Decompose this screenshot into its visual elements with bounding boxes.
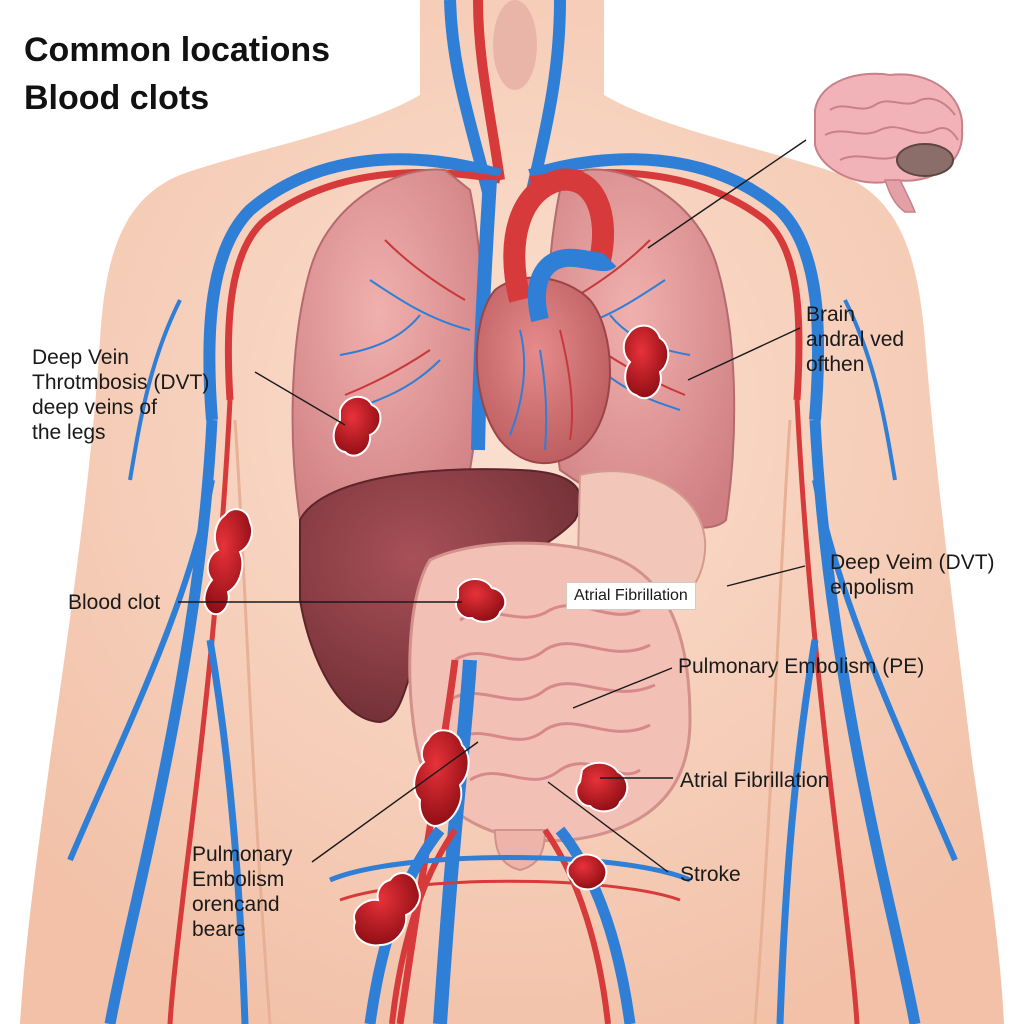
label-dvt-left-line: deep veins of: [32, 396, 157, 419]
right-arm-branch: [843, 299, 897, 481]
label-af-box: Atrial Fibrillation: [566, 582, 696, 610]
pelvic-artery-arc: [339, 879, 681, 902]
left-arm-vein-3: [206, 639, 249, 1024]
left-arm-branch: [128, 299, 182, 481]
clot-leg-left: [353, 872, 421, 947]
left-arm-vein-2: [67, 479, 215, 862]
label-stroke-text: Stroke: [680, 863, 741, 886]
pelvic-vessel-arc: [329, 855, 691, 883]
brain-icon: [814, 72, 964, 213]
clot-right-lung: [622, 324, 670, 400]
pulmonary-artery: [527, 248, 617, 323]
subclavian-vein-right: [528, 153, 825, 421]
label-stroke: Stroke: [680, 862, 741, 887]
superior-vena-cava: [471, 179, 497, 451]
label-dvt-right-line: Deep Veim (DVT): [830, 551, 995, 574]
label-dvt-right-line: enpolism: [830, 576, 915, 599]
right-arm-shading: [753, 419, 792, 1024]
clot-left-lung: [332, 395, 382, 457]
label-pe-left-line: Pulmonary: [192, 843, 293, 866]
label-dvt-left: Deep Vein Throtmbosis (DVT) deep veins o…: [32, 345, 209, 445]
coronary-vessels: [509, 329, 573, 451]
diagram-title-line-2: Blood clots: [24, 79, 210, 117]
label-af-right-text: Atrial Fibrillation: [680, 769, 830, 792]
blood-clot-markers: [203, 324, 670, 947]
subclavian-vein-left: [203, 153, 502, 421]
neck-artery: [473, 0, 505, 181]
leader-pe-left: [311, 741, 479, 863]
leader-stroke: [547, 781, 669, 873]
label-brain-line: Brain: [806, 303, 856, 326]
label-dvt-right: Deep Veim (DVT) enpolism: [830, 550, 995, 600]
left-iliac-artery: [389, 828, 458, 1024]
leader-pe-right: [572, 667, 673, 709]
right-iliac-vein: [555, 826, 636, 1024]
label-brain-line: andral ved: [806, 328, 905, 351]
leader-lines: [178, 139, 807, 873]
label-pe-left-line: beare: [192, 918, 246, 941]
label-blood-clot: Blood clot: [68, 590, 160, 615]
aortic-arch: [503, 168, 614, 303]
diagram-title-line-1: Common locations: [24, 31, 331, 69]
label-pe-right: Pulmonary Embolism (PE): [678, 654, 924, 679]
label-brain-line: ofthen: [806, 353, 865, 376]
clot-leg-right: [566, 853, 608, 891]
trachea: [493, 0, 537, 90]
label-brain: Brain andral ved ofthen: [806, 302, 904, 377]
label-pe-left: Pulmonary Embolism orencand beare: [192, 842, 292, 942]
label-dvt-left-line: Deep Vein: [32, 346, 129, 369]
leader-dvt-left: [254, 371, 346, 426]
right-iliac-artery: [542, 828, 611, 1024]
right-arm-artery: [794, 399, 860, 1024]
label-af-right: Atrial Fibrillation: [680, 768, 829, 793]
label-dvt-left-line: Throtmbosis (DVT): [32, 371, 210, 394]
clot-pelvis-right: [575, 761, 629, 813]
leader-dvt-right: [726, 565, 806, 587]
label-pe-right-text: Pulmonary Embolism (PE): [678, 655, 925, 678]
label-pe-left-line: Embolism: [192, 868, 285, 891]
label-dvt-left-line: the legs: [32, 421, 106, 444]
right-arm-vein-3: [776, 639, 819, 1024]
right-arm-vein-2: [812, 479, 958, 862]
left-arm-shading: [233, 419, 272, 1024]
label-pe-left-line: orencand: [192, 893, 280, 916]
leader-brain-upper: [647, 139, 807, 249]
clot-intestine: [454, 578, 507, 623]
leader-brain-lower: [687, 327, 801, 381]
clot-left-arm: [203, 508, 254, 616]
clot-pelvis-left: [413, 729, 470, 827]
label-blood-clot-text: Blood clot: [68, 591, 161, 614]
